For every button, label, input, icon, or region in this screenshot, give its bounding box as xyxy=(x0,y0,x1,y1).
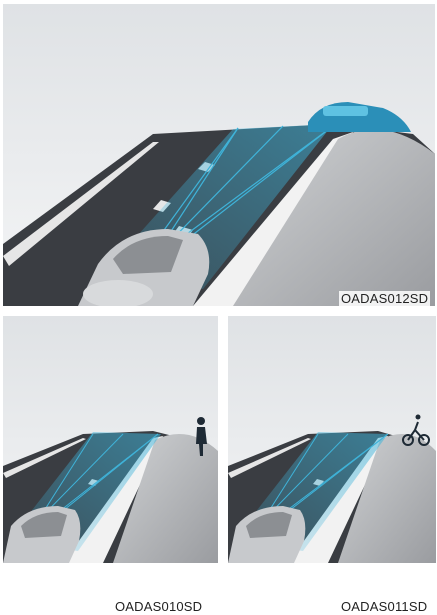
figure-code: OADAS010SD xyxy=(115,599,202,614)
figure-pedestrian-detection xyxy=(3,316,218,563)
figure-vehicle-detection xyxy=(3,4,435,306)
vehicle-detection-illustration xyxy=(3,4,435,306)
figure-code: OADAS011SD xyxy=(341,599,427,614)
figure-cyclist-detection xyxy=(228,316,436,563)
pedestrian-detection-illustration xyxy=(3,316,218,563)
cyclist-detection-illustration xyxy=(228,316,436,563)
figure-code: OADAS012SD xyxy=(339,291,430,306)
